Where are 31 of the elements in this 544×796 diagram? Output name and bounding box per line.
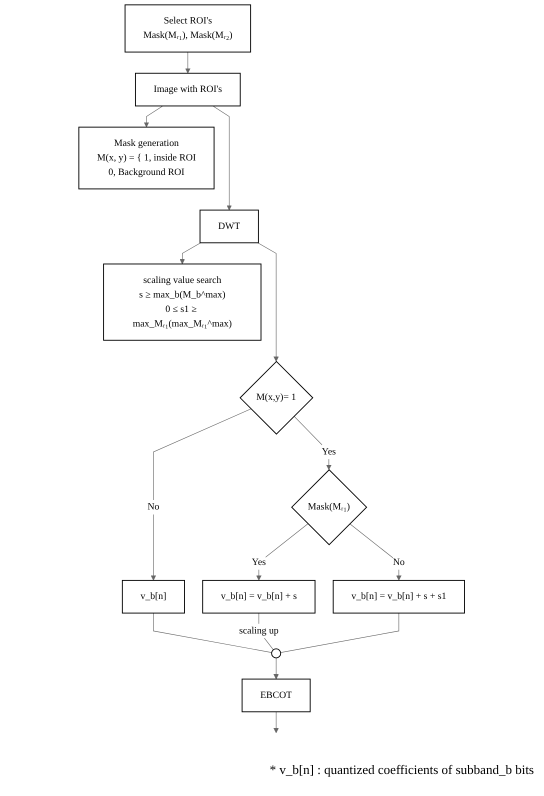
arrow <box>294 416 332 470</box>
arrow <box>258 242 280 362</box>
node-box: DWT <box>200 210 260 244</box>
arrow <box>274 658 280 680</box>
node-box: Mask generation M(x, y) = { 1, inside ROI 0, Background ROI <box>78 126 215 190</box>
node-box: scaling value search s ≥ max_b(M_b^max) 0 ≤ s1 ≥ max_Mᵣ₁(max_Mᵣ₁^max) <box>103 264 262 341</box>
edge-label: scaling up <box>239 626 279 636</box>
edge-label: Yes <box>322 446 336 457</box>
node-circle <box>271 648 282 658</box>
arrow <box>212 106 232 210</box>
node-box: v_b[n] = v_b[n] + s <box>202 580 316 614</box>
arrow <box>274 711 280 734</box>
connector <box>153 612 272 653</box>
arrow <box>144 106 164 128</box>
node-box: v_b[n] = v_b[n] + s + s1 <box>333 580 466 614</box>
arrow <box>151 408 252 581</box>
node-box: v_b[n] <box>122 580 186 614</box>
edge-label: No <box>148 502 160 512</box>
connector <box>280 612 400 653</box>
footnote: * v_b[n] : quantized coefficients of subband_b bits <box>268 761 535 779</box>
node-diamond: Mask(Mᵣ₁) <box>291 469 368 546</box>
edge-label: No <box>393 557 406 568</box>
arrow <box>180 242 202 264</box>
arrow <box>256 523 309 581</box>
node-box: Select ROI's Mask(Mᵣ₁), Mask(Mᵣ₂) <box>124 4 252 53</box>
node-box: Image with ROI's <box>135 72 242 106</box>
node-diamond: M(x,y)= 1 <box>240 360 314 435</box>
arrow <box>186 52 191 74</box>
edge-label: Yes <box>252 557 266 568</box>
arrow <box>350 523 402 581</box>
node-box: EBCOT <box>242 678 311 712</box>
